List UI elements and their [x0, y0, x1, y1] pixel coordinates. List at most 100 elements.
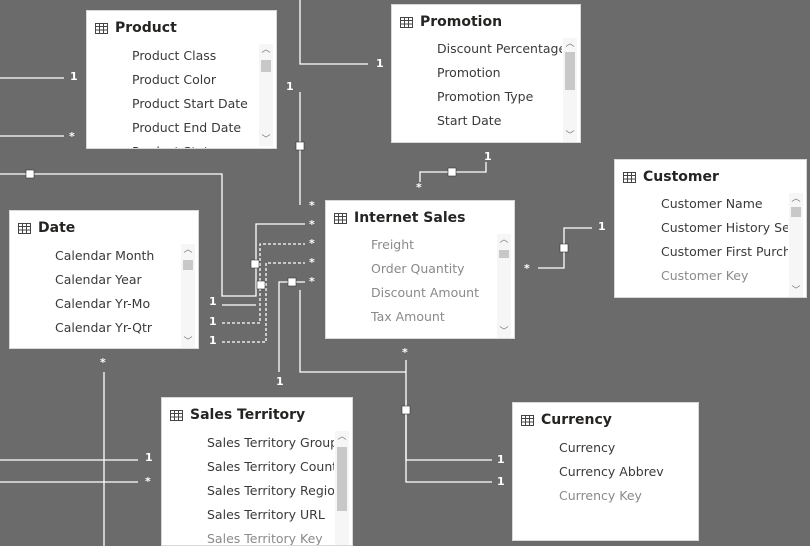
field-item[interactable]: Customer Key: [661, 268, 749, 283]
cardinality-one: 1: [276, 375, 284, 388]
table-card-date[interactable]: Date Calendar Month Calendar Year Calend…: [9, 210, 199, 349]
table-icon: [334, 212, 347, 224]
table-title: Sales Territory: [190, 407, 306, 423]
table-icon: [18, 222, 31, 234]
table-card-internet-sales[interactable]: Internet Sales Freight Order Quantity Di…: [325, 200, 515, 339]
field-item[interactable]: Currency Abbrev: [559, 464, 664, 479]
field-list: Sales Territory Group Sales Territory Co…: [207, 431, 334, 546]
inactive-relationship-line: [222, 262, 305, 343]
table-header: Promotion: [400, 11, 502, 33]
field-item[interactable]: Customer Name: [661, 196, 763, 211]
cardinality-many: *: [416, 181, 422, 194]
table-card-customer[interactable]: Customer Customer Name Customer History …: [614, 159, 807, 298]
cardinality-one: 1: [209, 295, 217, 308]
field-item[interactable]: Customer History Segment: [661, 220, 788, 235]
field-item[interactable]: Promotion: [437, 65, 501, 80]
scrollbar-thumb[interactable]: [337, 447, 347, 511]
direction-arrow: [25, 169, 35, 179]
field-item[interactable]: Currency Key: [559, 488, 642, 503]
field-list: Calendar Month Calendar Year Calendar Yr…: [55, 244, 180, 348]
cardinality-one: 1: [209, 315, 217, 328]
table-card-product[interactable]: Product Product Class Product Color Prod…: [86, 10, 277, 149]
field-item[interactable]: Order Quantity: [371, 261, 465, 276]
field-item[interactable]: Sales Territory URL: [207, 507, 325, 522]
scrollbar-thumb[interactable]: [499, 250, 509, 258]
field-item[interactable]: Discount Amount: [371, 285, 479, 300]
field-item[interactable]: Sales Territory Region: [207, 483, 334, 498]
scroll-down-icon[interactable]: ﹀: [499, 327, 509, 337]
field-item[interactable]: Calendar Month: [55, 248, 155, 263]
field-item[interactable]: Promotion Type: [437, 89, 534, 104]
scrollbar[interactable]: ︿: [335, 431, 349, 545]
cardinality-one: 1: [286, 80, 294, 93]
field-item[interactable]: Product Status: [132, 140, 258, 148]
scrollbar-thumb[interactable]: [565, 52, 575, 90]
scrollbar-thumb[interactable]: [261, 60, 271, 72]
scroll-down-icon[interactable]: ﹀: [791, 286, 801, 296]
cardinality-one: 1: [497, 475, 505, 488]
scroll-down-icon[interactable]: ﹀: [183, 337, 193, 347]
field-item[interactable]: Calendar Yr-Qtr: [55, 320, 153, 335]
field-item[interactable]: Sales Territory Group: [207, 435, 334, 450]
cardinality-many: *: [100, 356, 106, 369]
scroll-up-icon[interactable]: ︿: [183, 245, 193, 255]
table-card-currency[interactable]: Currency Currency Currency Abbrev Curren…: [512, 402, 699, 541]
field-item[interactable]: Customer First Purchase: [661, 244, 788, 259]
field-item[interactable]: Tax Amount: [371, 309, 445, 324]
scroll-down-icon[interactable]: ﹀: [261, 135, 271, 145]
scroll-down-icon[interactable]: ﹀: [565, 131, 575, 141]
direction-arrow: [401, 405, 411, 415]
field-list: Product Class Product Color Product Star…: [132, 44, 258, 148]
field-item[interactable]: Product Class: [132, 48, 217, 63]
scroll-up-icon[interactable]: ︿: [499, 235, 509, 245]
relationship-line: [278, 281, 305, 372]
cardinality-many: *: [309, 275, 315, 288]
cardinality-one: 1: [70, 70, 78, 83]
table-icon: [95, 22, 108, 34]
scrollbar[interactable]: ︿ ﹀: [563, 38, 577, 142]
scroll-up-icon[interactable]: ︿: [791, 194, 801, 204]
field-item[interactable]: Calendar Yr-Mo: [55, 296, 151, 311]
direction-arrow: [287, 277, 297, 287]
scrollbar-thumb[interactable]: [791, 207, 801, 217]
cardinality-many: *: [309, 237, 315, 250]
field-item[interactable]: Sales Territory Key: [207, 531, 323, 546]
cardinality-one: 1: [484, 150, 492, 163]
table-card-promotion[interactable]: Promotion Discount Percentage Promotion …: [391, 4, 581, 143]
table-title: Currency: [541, 412, 612, 428]
table-title: Product: [115, 20, 177, 36]
table-header: Product: [95, 17, 177, 39]
field-item[interactable]: Discount Percentage: [437, 41, 562, 56]
field-item[interactable]: Freight: [371, 237, 415, 252]
scroll-up-icon[interactable]: ︿: [565, 39, 575, 49]
field-item[interactable]: Start Date: [437, 113, 502, 128]
relationship-line: [405, 360, 492, 461]
table-icon: [623, 171, 636, 183]
field-list: Customer Name Customer History Segment C…: [661, 192, 788, 296]
field-list: Discount Percentage Promotion Promotion …: [437, 37, 562, 141]
field-item[interactable]: Sales Territory Country: [207, 459, 334, 474]
field-item[interactable]: Product End Date: [132, 120, 242, 135]
scroll-up-icon[interactable]: ︿: [337, 432, 347, 442]
field-item[interactable]: Currency: [559, 440, 616, 455]
field-item[interactable]: Calendar Year: [55, 272, 142, 287]
table-header: Currency: [521, 409, 612, 431]
scrollbar[interactable]: ︿ ﹀: [789, 193, 803, 297]
scrollbar-thumb[interactable]: [183, 260, 193, 270]
scrollbar[interactable]: ︿ ﹀: [181, 244, 195, 348]
field-item[interactable]: Product Start Date: [132, 96, 248, 111]
table-title: Customer: [643, 169, 719, 185]
scrollbar[interactable]: ︿ ﹀: [259, 44, 273, 146]
relationship-line: [299, 0, 368, 65]
scroll-up-icon[interactable]: ︿: [261, 45, 271, 55]
direction-arrow: [250, 259, 260, 269]
cardinality-many: *: [309, 218, 315, 231]
cardinality-one: 1: [497, 453, 505, 466]
direction-arrow: [256, 280, 266, 290]
table-icon: [170, 409, 183, 421]
table-card-sales-territory[interactable]: Sales Territory Sales Territory Group Sa…: [161, 397, 353, 546]
scrollbar[interactable]: ︿ ﹀: [497, 234, 511, 338]
field-item[interactable]: Product Color: [132, 72, 217, 87]
relationship-line: [0, 173, 305, 297]
cardinality-many: *: [145, 475, 151, 488]
